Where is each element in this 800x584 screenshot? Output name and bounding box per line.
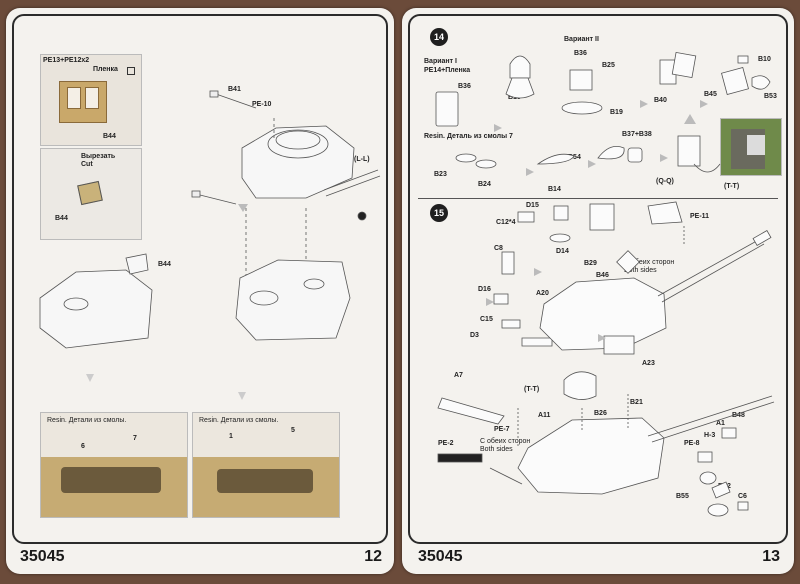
label-b46: B46 [596, 272, 609, 279]
label-variant1-parts: PE14+Пленка [424, 67, 471, 74]
label-pe-parts: PE13+PE12x2 [43, 57, 90, 64]
page-frame [12, 14, 388, 544]
kit-number: 35045 [418, 548, 463, 565]
label-b19: B19 [610, 109, 623, 116]
label-b36: B36 [574, 50, 587, 57]
label-a1: A1 [716, 420, 725, 427]
page-number: 13 [762, 548, 780, 565]
label-b48: B48 [732, 412, 745, 419]
label-a20: A20 [536, 290, 549, 297]
resin-photo-right: Resin. Детали из смолы. 1 5 [192, 412, 340, 518]
label-d3: D3 [470, 332, 479, 339]
step-14-badge: 14 [430, 28, 448, 46]
photo-pe-window [85, 87, 99, 109]
label-b37-b38: B37+B38 [622, 131, 652, 138]
label-both-sides-ru: С обеих сторон [624, 259, 675, 266]
page-right: 14 Вариант I PE14+Пленка B36 Resin. Дета… [402, 8, 794, 574]
label-b26: B26 [594, 410, 607, 417]
resin-num: 5 [291, 427, 295, 434]
label-a11: A11 [538, 412, 551, 419]
label-b44: B44 [103, 133, 116, 140]
resin-num: 7 [133, 435, 137, 442]
photo-cut: Вырезать Cut B44 [40, 148, 142, 240]
label-c8: C8 [494, 245, 503, 252]
resin-caption: Resin. Детали из смолы. [47, 417, 127, 424]
label-h3: H-3 [704, 432, 716, 439]
tank-reference-detail [747, 135, 765, 155]
label-b14: B14 [548, 186, 561, 193]
label-resin: Resin. Деталь из смолы 7 [424, 133, 513, 140]
label-cut-en: Cut [81, 161, 93, 168]
label-tt: (T-T) [724, 183, 740, 190]
label-qq: (Q-Q) [656, 178, 674, 185]
tank-photo-shadow [61, 467, 161, 493]
resin-caption: Resin. Детали из смолы. [199, 417, 279, 424]
label-both-sides-ru: С обеих сторон [480, 438, 531, 445]
label-b44: B44 [55, 215, 68, 222]
resin-num: 6 [81, 443, 85, 450]
label-pe2: PE-2 [438, 440, 454, 447]
label-b36: B36 [458, 83, 471, 90]
label-d14: D14 [556, 248, 569, 255]
tank-photo-shadow [217, 469, 313, 493]
label-film: Пленка [93, 66, 118, 73]
kit-number: 35045 [20, 548, 65, 565]
label-both-sides-en: Both sides [480, 446, 513, 453]
label-b24: B24 [478, 181, 491, 188]
label-c12: C12*4 [496, 219, 516, 226]
label-b23: B23 [434, 171, 447, 178]
step-15-badge: 15 [430, 204, 448, 222]
label-b45: B45 [704, 91, 717, 98]
page-left: PE13+PE12x2 Пленка B44 Вырезать Cut B44 … [6, 8, 394, 574]
callout-b41: B41 [228, 86, 241, 93]
divider-line [418, 198, 778, 199]
label-b29: B29 [584, 260, 597, 267]
photo-pe-parts: PE13+PE12x2 Пленка B44 [40, 54, 142, 146]
resin-num: 1 [229, 433, 233, 440]
label-d15: D15 [526, 202, 539, 209]
label-b25: B25 [602, 62, 615, 69]
label-pe8: PE-8 [684, 440, 700, 447]
label-b10: B10 [758, 56, 771, 63]
tank-reference-photo [720, 118, 782, 176]
label-a23: A23 [642, 360, 655, 367]
step15-diagram [437, 201, 775, 517]
film-box-icon [127, 67, 135, 75]
label-b53: B53 [764, 93, 777, 100]
photo-pe-window [67, 87, 81, 109]
label-b55: B55 [676, 493, 689, 500]
page-frame [408, 14, 788, 544]
label-d16: D16 [478, 286, 491, 293]
page-number: 12 [364, 548, 382, 565]
label-both-sides-en: Both sides [624, 267, 657, 274]
resin-photo-left: Resin. Детали из смолы. 6 7 [40, 412, 188, 518]
callout-b44: B44 [158, 261, 171, 268]
label-b21: B21 [630, 399, 643, 406]
label-b40: B40 [654, 97, 667, 104]
label-c6: C6 [738, 493, 747, 500]
callout-pe10: PE-10 [252, 101, 272, 108]
label-variant2: Вариант II [564, 36, 599, 43]
label-tt2: (T-T) [524, 386, 540, 393]
label-b54: B54 [568, 154, 581, 161]
label-pe11: PE-11 [690, 213, 710, 220]
callout-ll: (L-L) [354, 156, 370, 163]
label-variant1: Вариант I [424, 58, 457, 65]
label-pe7: PE-7 [494, 426, 510, 433]
step14-diagram [435, 51, 771, 176]
label-a7: A7 [454, 372, 463, 379]
label-cut-ru: Вырезать [81, 153, 116, 160]
label-c15: C15 [480, 316, 493, 323]
turret-diagram-upper [39, 90, 381, 400]
